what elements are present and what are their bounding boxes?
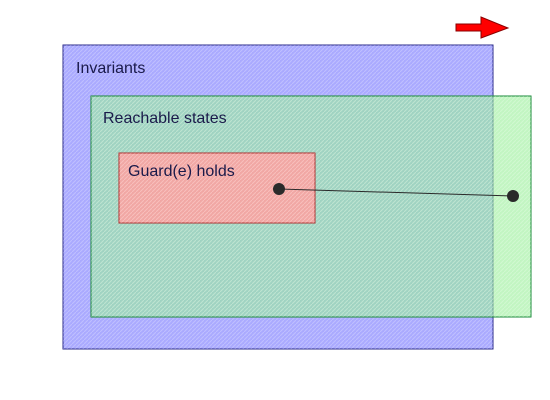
invariants-label: Invariants <box>76 60 145 77</box>
start-state-point <box>273 183 285 195</box>
transition-line <box>278 188 514 197</box>
end-state-point <box>507 190 519 202</box>
guard-label: Guard(e) holds <box>128 163 235 180</box>
reachable-states-label: Reachable states <box>103 110 227 127</box>
guard-region: Guard(e) holds <box>118 152 316 224</box>
right-arrow-icon <box>455 16 510 39</box>
